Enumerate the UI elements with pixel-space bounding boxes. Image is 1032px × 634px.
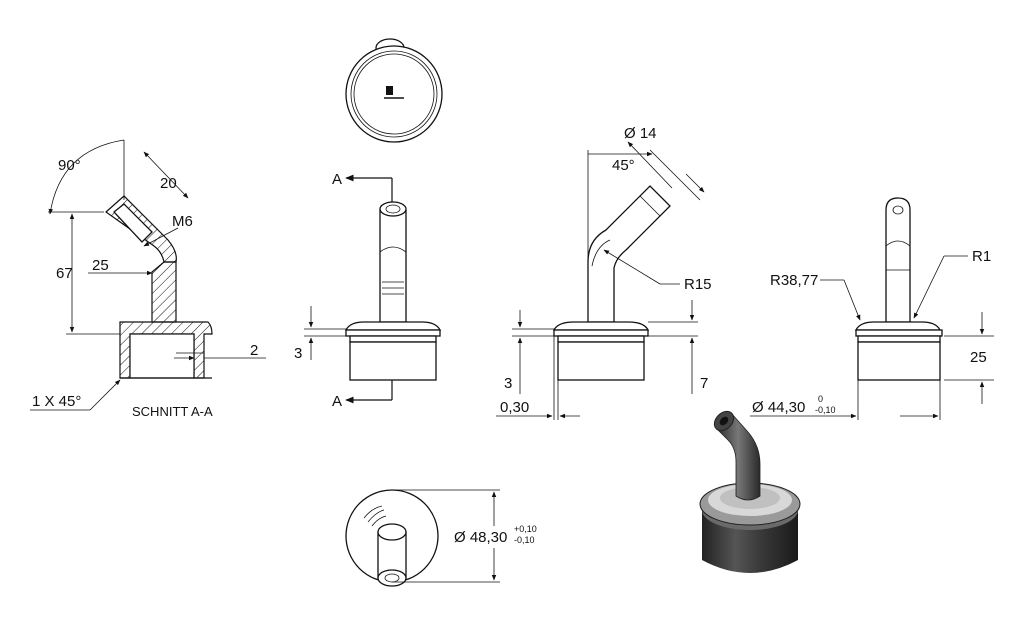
section-angle-label: 90° xyxy=(58,157,81,174)
section-dim-2: 2 xyxy=(250,342,258,359)
bottom-diameter-label: Ø 48,30 xyxy=(454,529,507,546)
section-dim-67: 67 xyxy=(56,265,73,282)
right-view: R38,77 R1 25 Ø 44,30 0 -0,10 xyxy=(750,197,994,420)
section-bore xyxy=(113,203,153,243)
right-dim-25: 25 xyxy=(970,349,987,366)
front-view: A A 3 xyxy=(294,171,442,410)
side-diameter-label: Ø 14 xyxy=(624,125,657,142)
bottom-tol-upper: +0,10 xyxy=(514,524,537,534)
right-radius-small: R1 xyxy=(972,248,991,265)
front-dim-3: 3 xyxy=(294,345,302,362)
right-diameter-label: Ø 44,30 xyxy=(752,399,805,416)
bottom-tol-lower: -0,10 xyxy=(514,535,535,545)
bottom-view: Ø 48,30 +0,10 -0,10 xyxy=(345,489,537,587)
section-dim-25: 25 xyxy=(92,257,109,274)
section-view: 90° 20 M6 25 67 2 1 X 45° SCHNITT A-A xyxy=(30,139,266,419)
side-dim-030: 0,30 xyxy=(500,399,529,416)
side-radius-label: R15 xyxy=(684,276,712,293)
side-dim-7: 7 xyxy=(700,375,708,392)
section-thread-label: M6 xyxy=(172,213,193,230)
front-section-mark-top: A xyxy=(332,171,342,188)
brand-logo xyxy=(386,86,393,95)
right-tol-upper: 0 xyxy=(818,394,823,404)
right-tol-lower: -0,10 xyxy=(815,405,836,415)
side-angle-label: 45° xyxy=(612,157,635,174)
section-title: SCHNITT A-A xyxy=(132,404,213,419)
side-view: 45° Ø 14 R15 3 7 0,30 xyxy=(496,125,712,420)
side-dim-3: 3 xyxy=(504,375,512,392)
top-view xyxy=(345,38,443,143)
front-section-mark-bottom: A xyxy=(332,393,342,410)
section-chamfer-label: 1 X 45° xyxy=(32,393,81,410)
section-stem xyxy=(151,261,177,323)
section-dim-20: 20 xyxy=(160,175,177,192)
right-radius-large: R38,77 xyxy=(770,272,818,289)
render-3d xyxy=(699,410,801,573)
